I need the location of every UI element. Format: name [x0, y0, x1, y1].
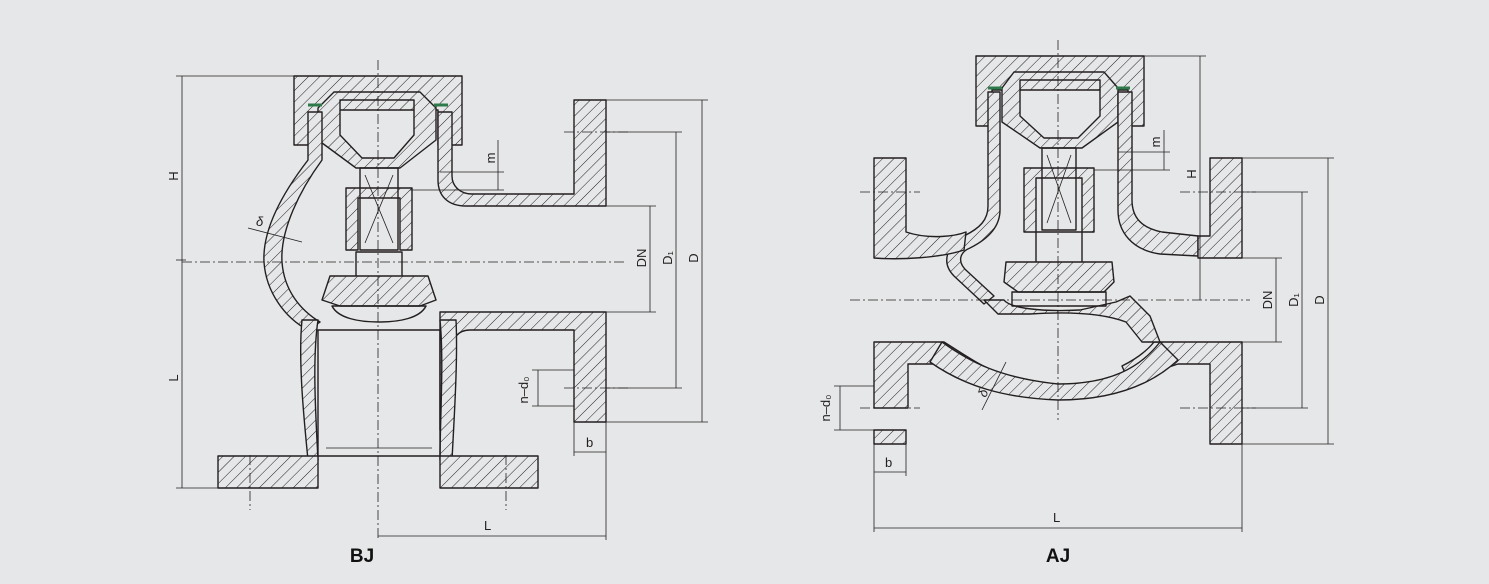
bj-label-delta: δ [256, 214, 264, 229]
aj-label-nd0: n–d₀ [818, 394, 833, 421]
aj-body-belly [929, 341, 1179, 401]
aj-cap-insert [1001, 71, 1119, 149]
aj-stem [1035, 231, 1083, 265]
aj-label-D: D [1312, 295, 1327, 304]
bj-label-nd0: n–d₀ [516, 376, 531, 403]
aj-right-flange-top [1197, 157, 1243, 259]
bj-outlet-lower-wall [439, 311, 607, 431]
aj-label-L: L [1053, 510, 1060, 525]
aj-left-flange-top [873, 157, 967, 260]
aj-dimension-labels: H m δ DN D₁ D n–d₀ b L AJ [818, 137, 1327, 567]
bj-label-b: b [586, 435, 593, 450]
bj-label-m: m [483, 153, 498, 164]
aj-label-D1: D₁ [1286, 293, 1301, 307]
bj-dimension-labels: H L m δ DN D₁ D n–d₀ b L BJ [166, 153, 701, 567]
bj-label-L-horizontal: L [484, 518, 491, 533]
bj-stem-packing [359, 167, 399, 251]
bj-label-H: H [166, 171, 181, 180]
bj-label-DN: DN [634, 249, 649, 268]
aj-seat-divider [983, 295, 1161, 343]
aj-label-b: b [885, 455, 892, 470]
bj-stem-housing [345, 187, 413, 251]
aj-label-DN: DN [1260, 291, 1275, 310]
aj-label-m: m [1148, 137, 1163, 148]
bj-valve-drawing: H L m δ DN D₁ D n–d₀ b L BJ [166, 60, 708, 567]
aj-bonnet-left [946, 91, 1001, 305]
bj-inlet-body [299, 319, 319, 461]
bj-title: BJ [350, 546, 374, 567]
bj-disc [321, 275, 437, 307]
bj-inlet-body-right [439, 319, 458, 461]
bj-dimension-lines [176, 75, 708, 540]
bj-base-flange [217, 455, 539, 489]
bj-label-D: D [686, 253, 701, 262]
aj-label-H: H [1184, 169, 1199, 178]
aj-valve-drawing: H m δ DN D₁ D n–d₀ b L AJ [818, 40, 1334, 567]
aj-stem-housing [1023, 167, 1095, 233]
aj-left-flange-tip [873, 429, 907, 445]
bj-label-L-vertical: L [166, 374, 181, 381]
bj-label-D1: D₁ [660, 251, 675, 265]
bj-outlet-upper-wall [437, 99, 607, 207]
aj-disc-seat [1011, 291, 1107, 307]
aj-dimension-lines [834, 55, 1334, 532]
aj-stem-packing [1041, 147, 1077, 231]
aj-right-flange-bottom [1121, 341, 1243, 445]
aj-disc [1003, 261, 1115, 293]
bj-body-left-wall [263, 111, 323, 331]
aj-title: AJ [1046, 546, 1070, 567]
